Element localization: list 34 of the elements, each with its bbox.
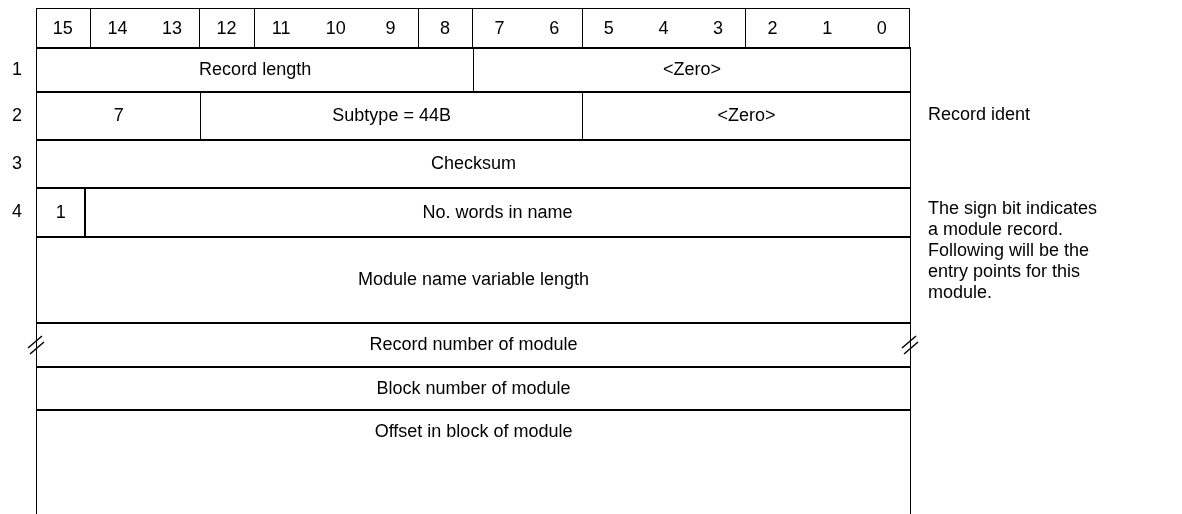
bit-number: 2 xyxy=(766,17,779,39)
side-note: Record ident xyxy=(928,104,1032,125)
bit-number: 8 xyxy=(438,17,451,39)
row-number: 4 xyxy=(11,200,23,223)
field-cell: Module name variable length xyxy=(36,236,912,324)
field-cell: <Zero> xyxy=(472,47,912,93)
bit-number: 9 xyxy=(384,17,397,39)
bit-number: 7 xyxy=(493,17,506,39)
bit-number: 11 xyxy=(270,17,292,39)
bit-number: 15 xyxy=(51,17,74,39)
field-cell: Record number of module xyxy=(36,322,912,368)
row-number: 1 xyxy=(11,58,23,80)
bit-number: 13 xyxy=(160,17,183,39)
bit-number: 4 xyxy=(657,17,670,39)
field-cell: Checksum xyxy=(36,139,912,189)
field-cell: Block number of module xyxy=(36,366,912,411)
bit-number: 3 xyxy=(711,17,724,39)
field-cell: <Zero> xyxy=(582,91,912,141)
field-cell: Offset in block of module xyxy=(36,409,912,514)
field-cell: 7 xyxy=(36,91,202,141)
row-number: 3 xyxy=(11,152,23,174)
side-note: The sign bit indicates a module record. Following will be the entry points for this module. xyxy=(928,198,1099,303)
row-number: 2 xyxy=(11,104,23,126)
bit-number: 12 xyxy=(215,17,238,39)
bit-number: 6 xyxy=(548,17,561,39)
bit-number: 14 xyxy=(106,17,129,39)
bit-number: 0 xyxy=(875,17,888,39)
field-cell: Record length xyxy=(36,47,475,93)
field-cell: 1 xyxy=(36,187,86,238)
bit-number: 5 xyxy=(602,17,615,39)
bit-number: 1 xyxy=(821,17,834,39)
field-cell: Subtype = 44B xyxy=(199,91,584,141)
field-cell: No. words in name xyxy=(84,187,912,238)
bit-number: 10 xyxy=(324,17,347,39)
